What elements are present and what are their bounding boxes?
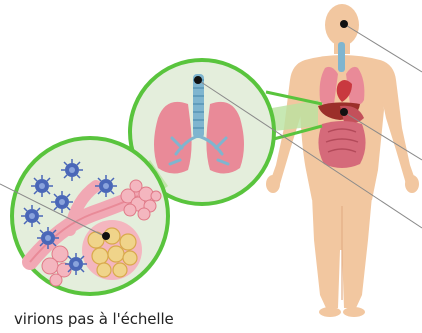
virion-icon xyxy=(95,175,117,197)
body-trachea xyxy=(338,42,345,72)
pointer-dot-abdomen xyxy=(340,108,348,116)
virion-icon xyxy=(31,175,53,197)
pointer-dot-head xyxy=(340,20,348,28)
alveoli-zoom-circle xyxy=(12,138,168,294)
virion-icon xyxy=(21,205,43,227)
pointer-dot-trachea xyxy=(194,76,202,84)
scale-caption: virions pas à l'échelle xyxy=(14,310,174,328)
virion-icon xyxy=(65,253,87,275)
human-body-illustration xyxy=(266,4,419,317)
virion-icon xyxy=(51,191,73,213)
body-intestines xyxy=(318,121,365,168)
virion-icon xyxy=(37,227,59,249)
pointer-dot-alveoli xyxy=(102,232,110,240)
virion-icon xyxy=(61,159,83,181)
